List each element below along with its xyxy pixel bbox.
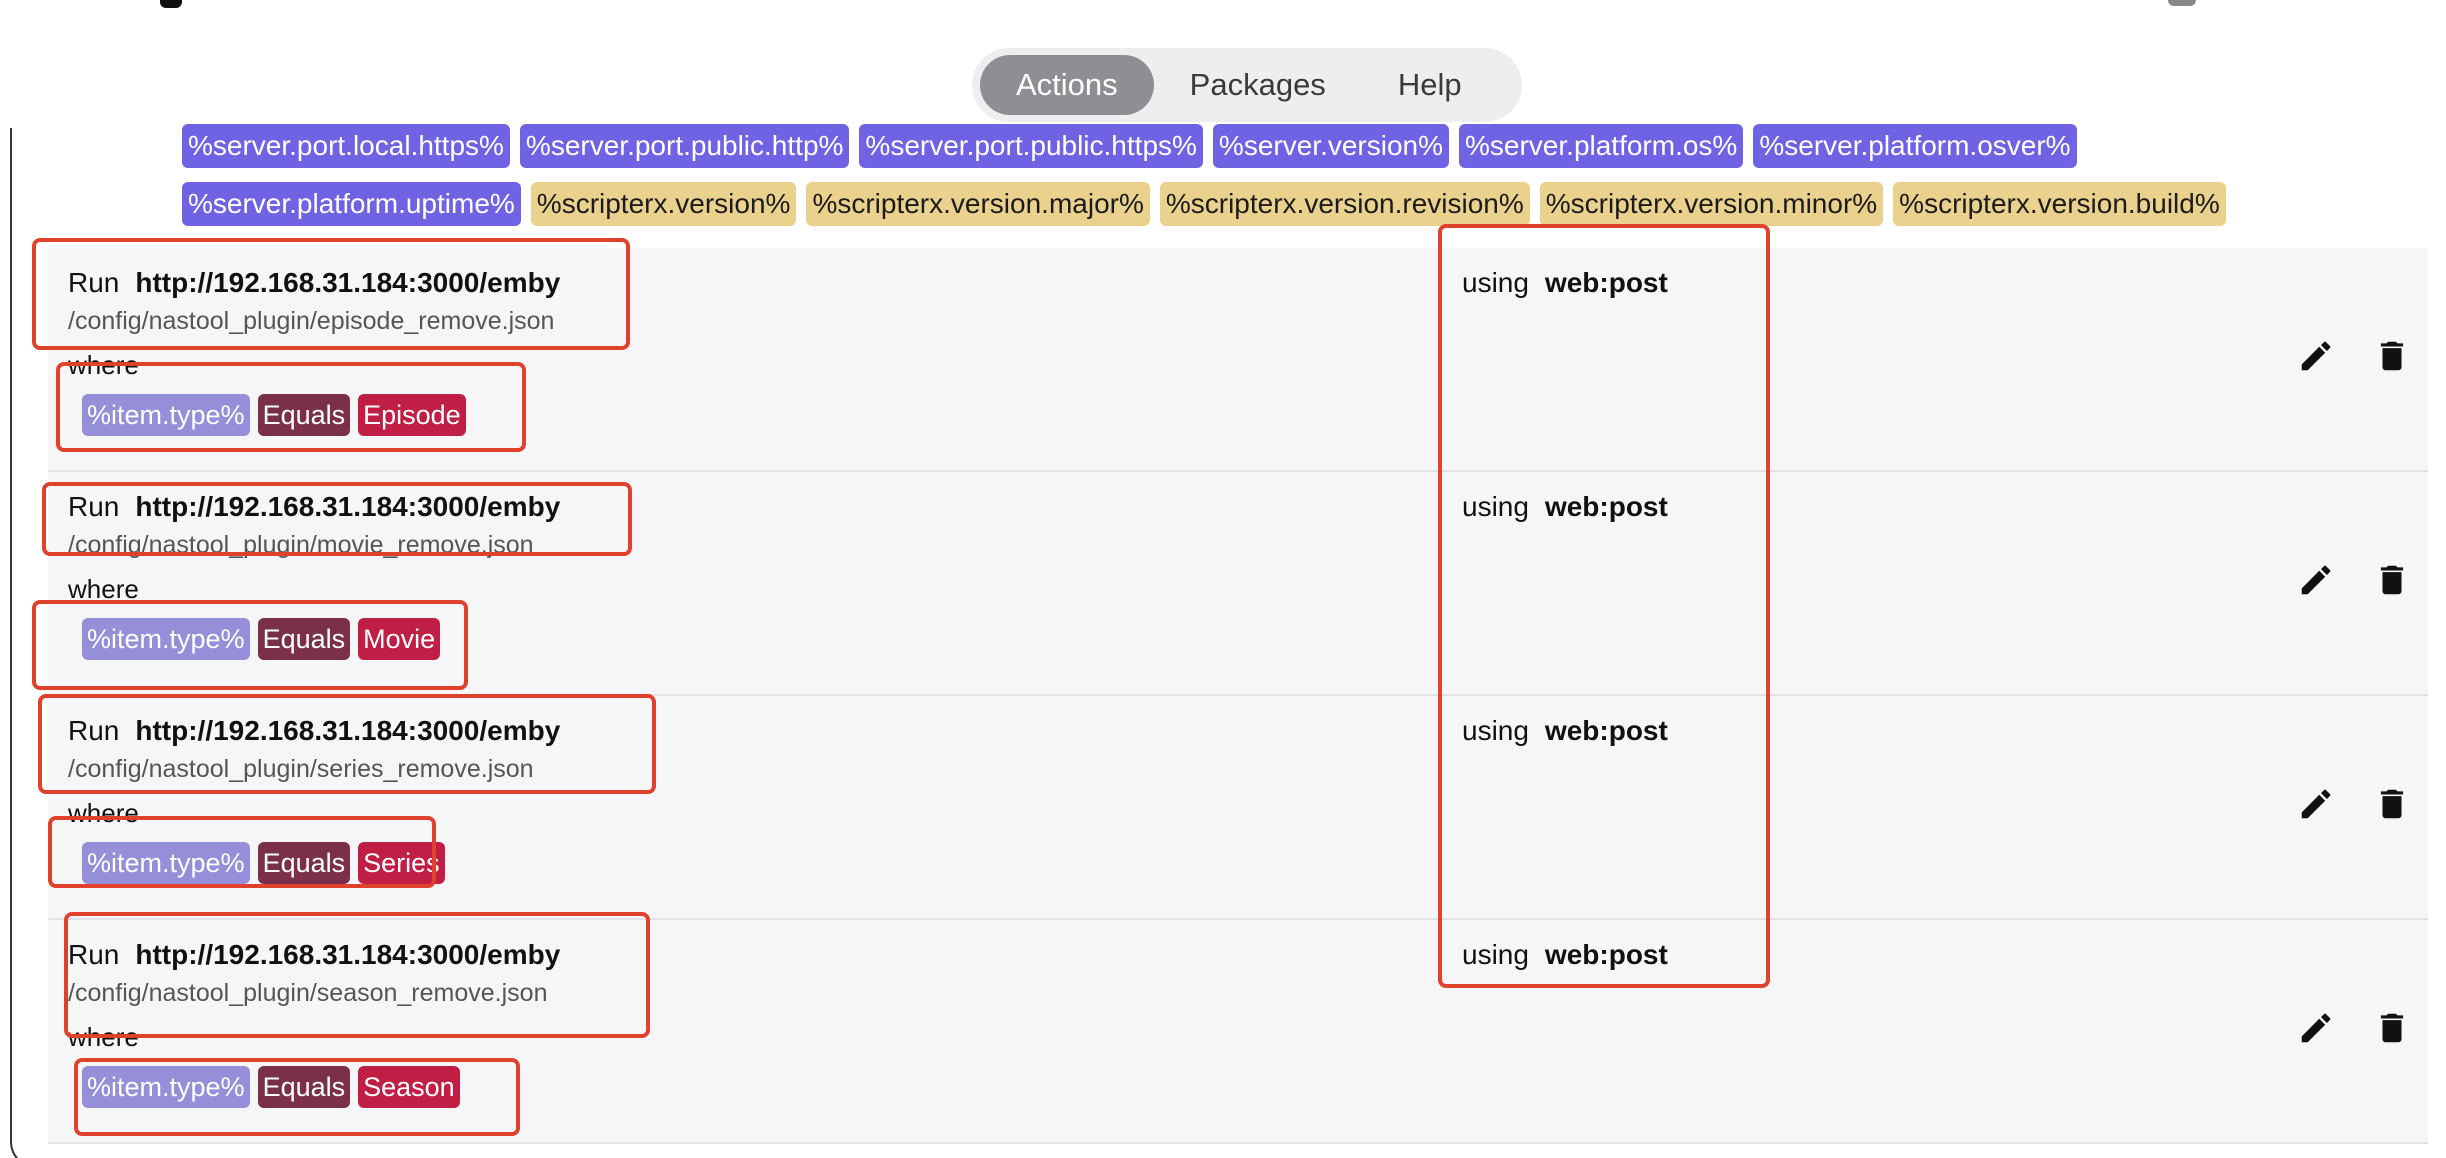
where-label: where [68,574,139,604]
condition: %item.type% Equals Episode [82,394,466,436]
condition: %item.type% Equals Movie [82,618,441,660]
variable-chip[interactable]: %server.platform.osver% [1753,124,2077,168]
delete-button[interactable] [2370,334,2414,378]
condition: %item.type% Equals Series [82,842,445,884]
using-line: using web:post [1462,264,1668,302]
variable-chip[interactable]: %scripterx.version.build% [1893,182,2226,226]
action-row: Run http://192.168.31.184:3000/emby /conf… [48,248,2428,472]
using-line: using web:post [1462,488,1668,526]
variable-chip[interactable]: %server.port.public.https% [859,124,1203,168]
edit-button[interactable] [2294,782,2338,826]
run-line: Run http://192.168.31.184:3000/emby [68,264,560,302]
action-row: Run http://192.168.31.184:3000/emby /conf… [48,920,2428,1144]
variable-chip[interactable]: %scripterx.version.minor% [1539,182,1884,226]
action-url: http://192.168.31.184:3000/emby [135,939,561,970]
condition-value-chip: Movie [358,618,441,660]
variable-chip[interactable]: %scripterx.version% [530,182,797,226]
run-label: Run [68,939,120,970]
variable-chip[interactable]: %scripterx.version.revision% [1159,182,1530,226]
variable-row: %server.platform.uptime% %scripterx.vers… [182,182,2382,226]
action-url: http://192.168.31.184:3000/emby [135,491,561,522]
using-label: using [1462,491,1529,522]
variable-chip[interactable]: %server.port.local.https% [182,124,510,168]
using-label: using [1462,715,1529,746]
condition-value-chip: Season [358,1066,460,1108]
action-path: /config/nastool_plugin/series_remove.jso… [68,755,534,783]
trash-icon [2380,341,2404,371]
where-label: where [68,798,139,828]
run-label: Run [68,715,120,746]
action-method: web:post [1544,267,1668,298]
edit-button[interactable] [2294,1006,2338,1050]
card-frame [10,128,2446,1158]
trash-icon [2380,1013,2404,1043]
action-method: web:post [1544,715,1668,746]
variable-chip[interactable]: %server.platform.os% [1459,124,1744,168]
using-line: using web:post [1462,936,1668,974]
using-line: using web:post [1462,712,1668,750]
action-url: http://192.168.31.184:3000/emby [135,267,561,298]
variable-chip[interactable]: %server.platform.uptime% [182,182,521,226]
using-label: using [1462,939,1529,970]
condition-field-chip: %item.type% [82,394,250,436]
trash-icon [2380,565,2404,595]
condition-field-chip: %item.type% [82,842,250,884]
action-method: web:post [1544,939,1668,970]
variable-row: %server.port.local.https% %server.port.p… [182,124,2382,168]
action-method: web:post [1544,491,1668,522]
action-url: http://192.168.31.184:3000/emby [135,715,561,746]
action-row: Run http://192.168.31.184:3000/emby /conf… [48,472,2428,696]
action-path: /config/nastool_plugin/season_remove.jso… [68,979,548,1007]
header-fragment [2168,0,2196,6]
condition-value-chip: Series [358,842,445,884]
where-label: where [68,1022,139,1052]
tab-bar: Actions Packages Help [972,48,1522,122]
variable-chip[interactable]: %server.version% [1212,124,1450,168]
action-path: /config/nastool_plugin/movie_remove.json [68,531,534,559]
delete-button[interactable] [2370,782,2414,826]
delete-button[interactable] [2370,558,2414,602]
run-label: Run [68,267,120,298]
run-line: Run http://192.168.31.184:3000/emby [68,488,560,526]
condition-value-chip: Episode [358,394,466,436]
condition-operator-chip: Equals [257,842,351,884]
variable-chip[interactable]: %server.port.public.http% [519,124,850,168]
pencil-icon [2301,341,2331,371]
edit-button[interactable] [2294,334,2338,378]
header-fragment [160,0,182,8]
condition-operator-chip: Equals [257,1066,351,1108]
using-label: using [1462,267,1529,298]
run-line: Run http://192.168.31.184:3000/emby [68,936,560,974]
action-row: Run http://192.168.31.184:3000/emby /conf… [48,696,2428,920]
tab-actions[interactable]: Actions [980,55,1154,115]
delete-button[interactable] [2370,1006,2414,1050]
tab-packages[interactable]: Packages [1189,67,1326,102]
condition-field-chip: %item.type% [82,1066,250,1108]
run-label: Run [68,491,120,522]
trash-icon [2380,789,2404,819]
action-list: Run http://192.168.31.184:3000/emby /conf… [48,248,2428,1144]
condition-operator-chip: Equals [257,618,351,660]
action-path: /config/nastool_plugin/episode_remove.js… [68,307,555,335]
condition: %item.type% Equals Season [82,1066,460,1108]
pencil-icon [2301,565,2331,595]
condition-field-chip: %item.type% [82,618,250,660]
where-label: where [68,350,139,380]
run-line: Run http://192.168.31.184:3000/emby [68,712,560,750]
variable-chip[interactable]: %scripterx.version.major% [806,182,1150,226]
edit-button[interactable] [2294,558,2338,602]
tab-help[interactable]: Help [1397,67,1462,102]
pencil-icon [2301,1013,2331,1043]
variable-list: %server.port.local.https% %server.port.p… [182,124,2382,240]
pencil-icon [2301,789,2331,819]
condition-operator-chip: Equals [257,394,351,436]
